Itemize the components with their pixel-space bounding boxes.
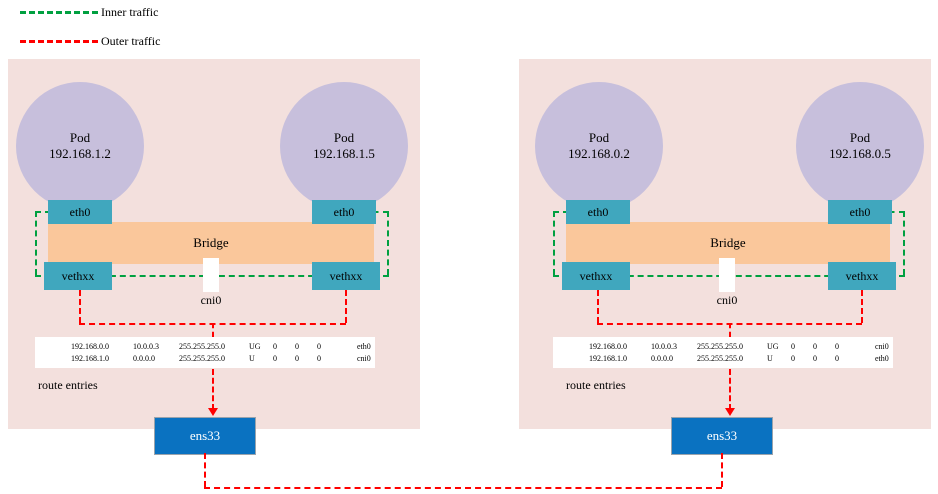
inner-traffic-line-right-vertical	[387, 211, 389, 275]
pod-left-1-ip: 192.168.1.2	[49, 146, 111, 161]
nic-left-eth0-left: eth0	[48, 200, 112, 224]
table-row: 192.168.1.0 0.0.0.0 255.255.255.0 U 0 0 …	[71, 353, 371, 363]
legend-item-outer-traffic: Outer traffic	[20, 33, 160, 49]
nic-right-eth0-right: eth0	[828, 200, 892, 224]
legend-label-inner-traffic: Inner traffic	[101, 4, 159, 19]
pod-left-2-title: Pod	[333, 129, 355, 145]
bridge-right-label: Bridge	[710, 235, 746, 250]
legend-label-outer-traffic: Outer traffic	[101, 33, 161, 48]
outer-traffic-right-to-table	[729, 323, 731, 337]
cni0-gap-left	[203, 258, 219, 292]
route-table-left: 192.168.0.0 10.0.0.3 255.255.255.0 UG 0 …	[35, 337, 375, 368]
outer-traffic-right-veth-drop	[345, 290, 347, 323]
outer-traffic-right-arrow-ens	[725, 408, 735, 416]
outer-traffic-right-right-veth-drop	[861, 290, 863, 323]
outer-traffic-right-left-veth-drop	[597, 290, 599, 323]
route-entries-caption-right: route entries	[566, 378, 626, 392]
outer-traffic-bottom-link	[204, 487, 722, 489]
table-row: 192.168.1.0 0.0.0.0 255.255.255.0 U 0 0 …	[589, 353, 889, 363]
pod-right-1-ip: 192.168.0.2	[568, 146, 630, 161]
route-entries-caption-left: route entries	[38, 378, 98, 392]
pod-left-1-title: Pod	[69, 129, 91, 145]
nic-right-eth0-left: eth0	[566, 200, 630, 224]
pod-right-1-title: Pod	[588, 129, 610, 145]
nic-right-vethxx-left: vethxx	[562, 262, 630, 290]
pod-right-2: Pod 192.168.0.5	[796, 82, 924, 210]
nic-right-vethxx-right: vethxx	[828, 262, 896, 290]
outer-traffic-right-table-to-ens	[729, 369, 731, 410]
bridge-right: Bridge	[566, 222, 890, 264]
legend-item-inner-traffic: Inner traffic	[20, 4, 158, 20]
outer-traffic-left-arrow-ens	[208, 408, 218, 416]
outer-traffic-bottom-right-drop	[721, 453, 723, 487]
nic-left-eth0-right: eth0	[312, 200, 376, 224]
inner-traffic-dash-icon	[20, 10, 98, 14]
route-table-right: 192.168.0.0 10.0.0.3 255.255.255.0 UG 0 …	[553, 337, 893, 368]
pod-left-2-ip: 192.168.1.5	[313, 146, 375, 161]
outer-traffic-left-veth-drop	[79, 290, 81, 323]
cni0-gap-right	[719, 258, 735, 292]
table-row: 192.168.0.0 10.0.0.3 255.255.255.0 UG 0 …	[71, 341, 371, 351]
nic-left-vethxx-right: vethxx	[312, 262, 380, 290]
table-row: 192.168.0.0 10.0.0.3 255.255.255.0 UG 0 …	[589, 341, 889, 351]
pod-left-2: Pod 192.168.1.5	[280, 82, 408, 210]
ens33-right-label: ens33	[706, 428, 738, 443]
ens33-right: ens33	[671, 417, 773, 455]
bridge-left-label: Bridge	[193, 235, 229, 250]
pod-right-1: Pod 192.168.0.2	[535, 82, 663, 210]
cni0-label-left: cni0	[200, 293, 222, 307]
inner-traffic-line-left-vertical	[35, 211, 37, 275]
inner-traffic-line-right-host-right-vertical	[903, 211, 905, 275]
pod-right-2-title: Pod	[849, 129, 871, 145]
outer-traffic-bottom-left-drop	[204, 453, 206, 487]
ens33-left: ens33	[154, 417, 256, 455]
pod-right-2-ip: 192.168.0.5	[829, 146, 891, 161]
outer-traffic-left-to-table	[212, 323, 214, 337]
bridge-left: Bridge	[48, 222, 374, 264]
pod-left-1: Pod 192.168.1.2	[16, 82, 144, 210]
outer-traffic-left-table-to-ens	[212, 369, 214, 410]
outer-traffic-dash-icon	[20, 39, 98, 43]
nic-left-vethxx-left: vethxx	[44, 262, 112, 290]
ens33-left-label: ens33	[189, 428, 221, 443]
inner-traffic-line-right-host-left-vertical	[553, 211, 555, 275]
cni0-label-right: cni0	[716, 293, 738, 307]
